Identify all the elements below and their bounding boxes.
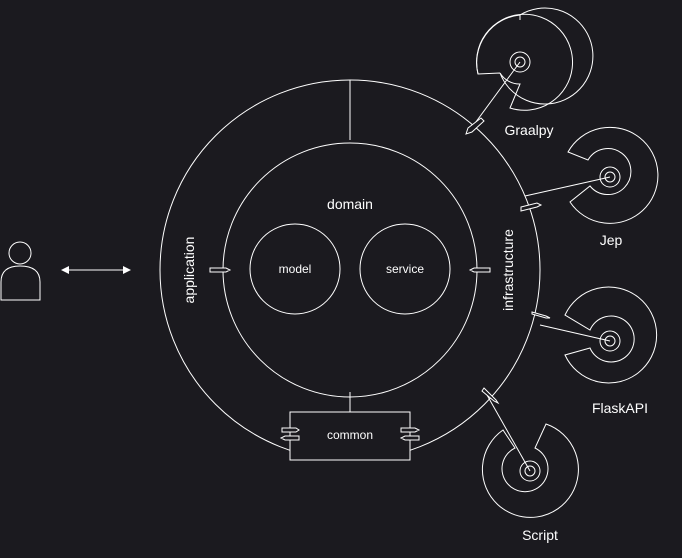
model-label: model <box>279 262 312 276</box>
application-label: application <box>181 237 197 304</box>
user-icon <box>0 241 41 301</box>
service-circle <box>359 223 451 315</box>
model-circle <box>249 223 341 315</box>
common-left-arrows <box>279 427 300 441</box>
domain-label: domain <box>327 196 373 212</box>
domain-circle <box>222 142 478 398</box>
service-label: service <box>386 262 424 276</box>
flaskapi-label: FlaskAPI <box>592 400 648 416</box>
graalpy-label: Graalpy <box>504 122 553 138</box>
jep-adapter <box>520 126 659 224</box>
infrastructure-port-arrow <box>468 267 491 273</box>
graalpy-adapter <box>465 7 594 135</box>
script-adapter <box>481 387 579 518</box>
common-label: common <box>327 428 373 442</box>
jep-label: Jep <box>600 232 623 248</box>
flaskapi-adapter <box>531 286 658 384</box>
script-label: Script <box>522 527 558 543</box>
common-right-arrows <box>399 427 421 441</box>
infrastructure-label: infrastructure <box>500 229 516 311</box>
application-port-arrow <box>209 267 232 273</box>
user-application-arrow <box>61 266 131 274</box>
